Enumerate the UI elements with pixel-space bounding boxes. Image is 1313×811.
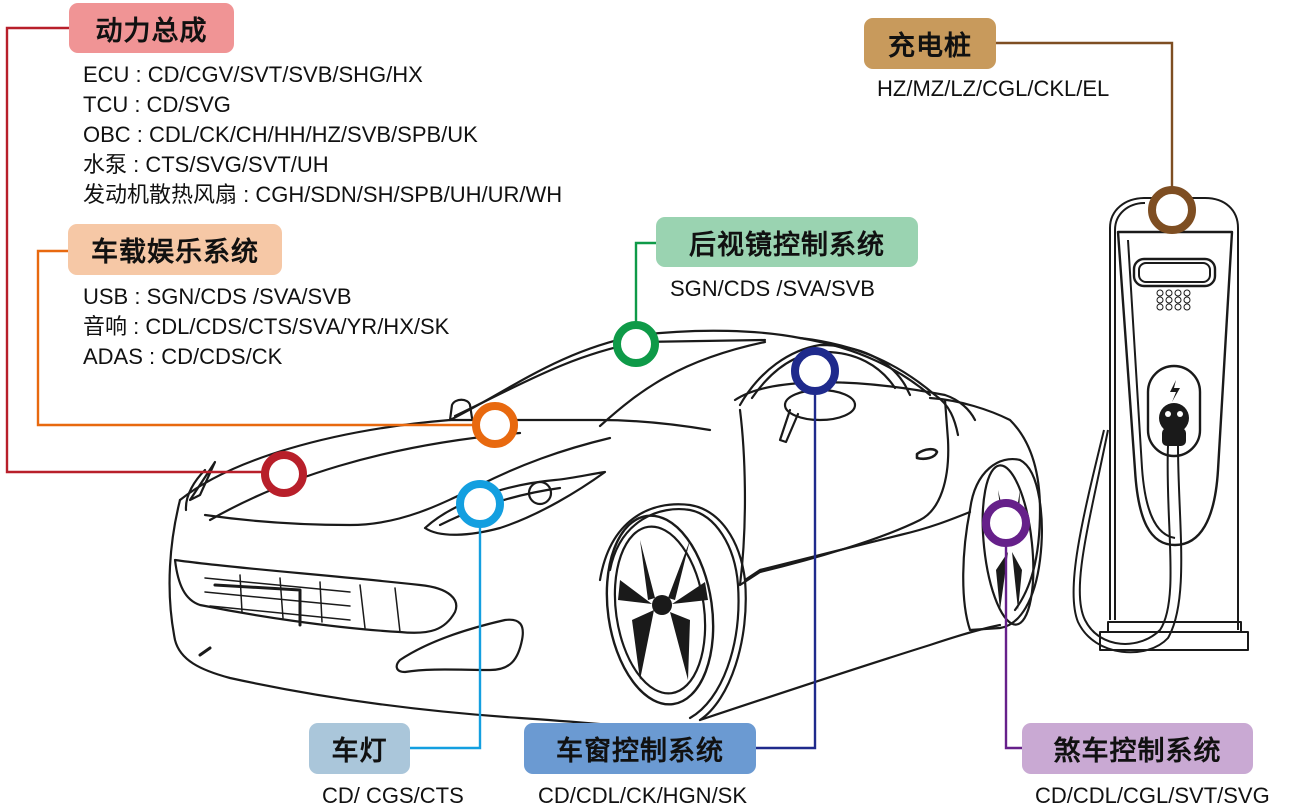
powertrain-item: TCU : CD/SVG bbox=[83, 92, 231, 117]
infotainment-item: USB : SGN/CDS /SVA/SVB bbox=[83, 284, 352, 309]
powertrain-item: 水泵 : CTS/SVG/SVT/UH bbox=[83, 152, 329, 177]
infotainment-items: USB : SGN/CDS /SVA/SVB 音响 : CDL/CDS/CTS/… bbox=[83, 282, 449, 372]
tag-brake: 煞车控制系统 bbox=[1022, 723, 1253, 774]
powertrain-item: 发动机散热风扇 : CGH/SDN/SH/SPB/UH/UR/WH bbox=[83, 182, 563, 207]
marker-charging bbox=[1148, 186, 1196, 234]
lightning-bolt-icon bbox=[1170, 380, 1180, 402]
speaker-grille bbox=[1156, 289, 1191, 311]
marker-mirror bbox=[613, 321, 659, 367]
connector-lights bbox=[409, 525, 482, 750]
connector-lines bbox=[5, 26, 1174, 750]
brake-items: CD/CDL/CGL/SVT/SVG bbox=[1035, 781, 1270, 811]
tag-charging: 充电桩 bbox=[864, 18, 996, 69]
connector-window bbox=[756, 392, 817, 750]
mirror-items: SGN/CDS /SVA/SVB bbox=[670, 274, 875, 304]
charging-pile-illustration bbox=[1072, 197, 1249, 654]
powertrain-item: OBC : CDL/CK/CH/HH/HZ/SVB/SPB/UK bbox=[83, 122, 478, 147]
brake-item: CD/CDL/CGL/SVT/SVG bbox=[1035, 783, 1270, 808]
connector-infotainment bbox=[36, 249, 473, 427]
window-items: CD/CDL/CK/HGN/SK bbox=[538, 781, 747, 811]
connector-charging bbox=[995, 41, 1174, 187]
mirror-item: SGN/CDS /SVA/SVB bbox=[670, 276, 875, 301]
tag-window: 车窗控制系统 bbox=[524, 723, 756, 774]
infotainment-item: 音响 : CDL/CDS/CTS/SVA/YR/HX/SK bbox=[83, 314, 450, 339]
marker-rings bbox=[261, 186, 1196, 547]
connector-powertrain bbox=[5, 26, 272, 474]
marker-lights bbox=[456, 480, 504, 528]
powertrain-item: ECU : CD/CGV/SVT/SVB/SHG/HX bbox=[83, 62, 423, 87]
marker-powertrain bbox=[261, 451, 307, 497]
tag-lights: 车灯 bbox=[309, 723, 410, 774]
marker-window bbox=[791, 347, 839, 395]
lights-item: CD/ CGS/CTS bbox=[322, 783, 464, 808]
powertrain-items: ECU : CD/CGV/SVT/SVB/SHG/HX TCU : CD/SVG… bbox=[83, 60, 562, 210]
window-item: CD/CDL/CK/HGN/SK bbox=[538, 783, 748, 808]
tag-mirror: 后视镜控制系统 bbox=[656, 217, 918, 267]
marker-brake bbox=[982, 499, 1030, 547]
infotainment-item: ADAS : CD/CDS/CK bbox=[83, 344, 283, 369]
charging-item: HZ/MZ/LZ/CGL/CKL/EL bbox=[877, 76, 1110, 101]
car-illustration bbox=[168, 329, 1043, 730]
tag-powertrain: 动力总成 bbox=[69, 3, 234, 53]
connector-mirror bbox=[634, 241, 658, 324]
lights-items: CD/ CGS/CTS bbox=[322, 781, 464, 811]
connector-brake bbox=[1004, 544, 1022, 750]
charging-items: HZ/MZ/LZ/CGL/CKL/EL bbox=[877, 74, 1109, 104]
marker-infotainment bbox=[472, 402, 518, 448]
tag-infotainment: 车载娱乐系统 bbox=[68, 224, 282, 275]
